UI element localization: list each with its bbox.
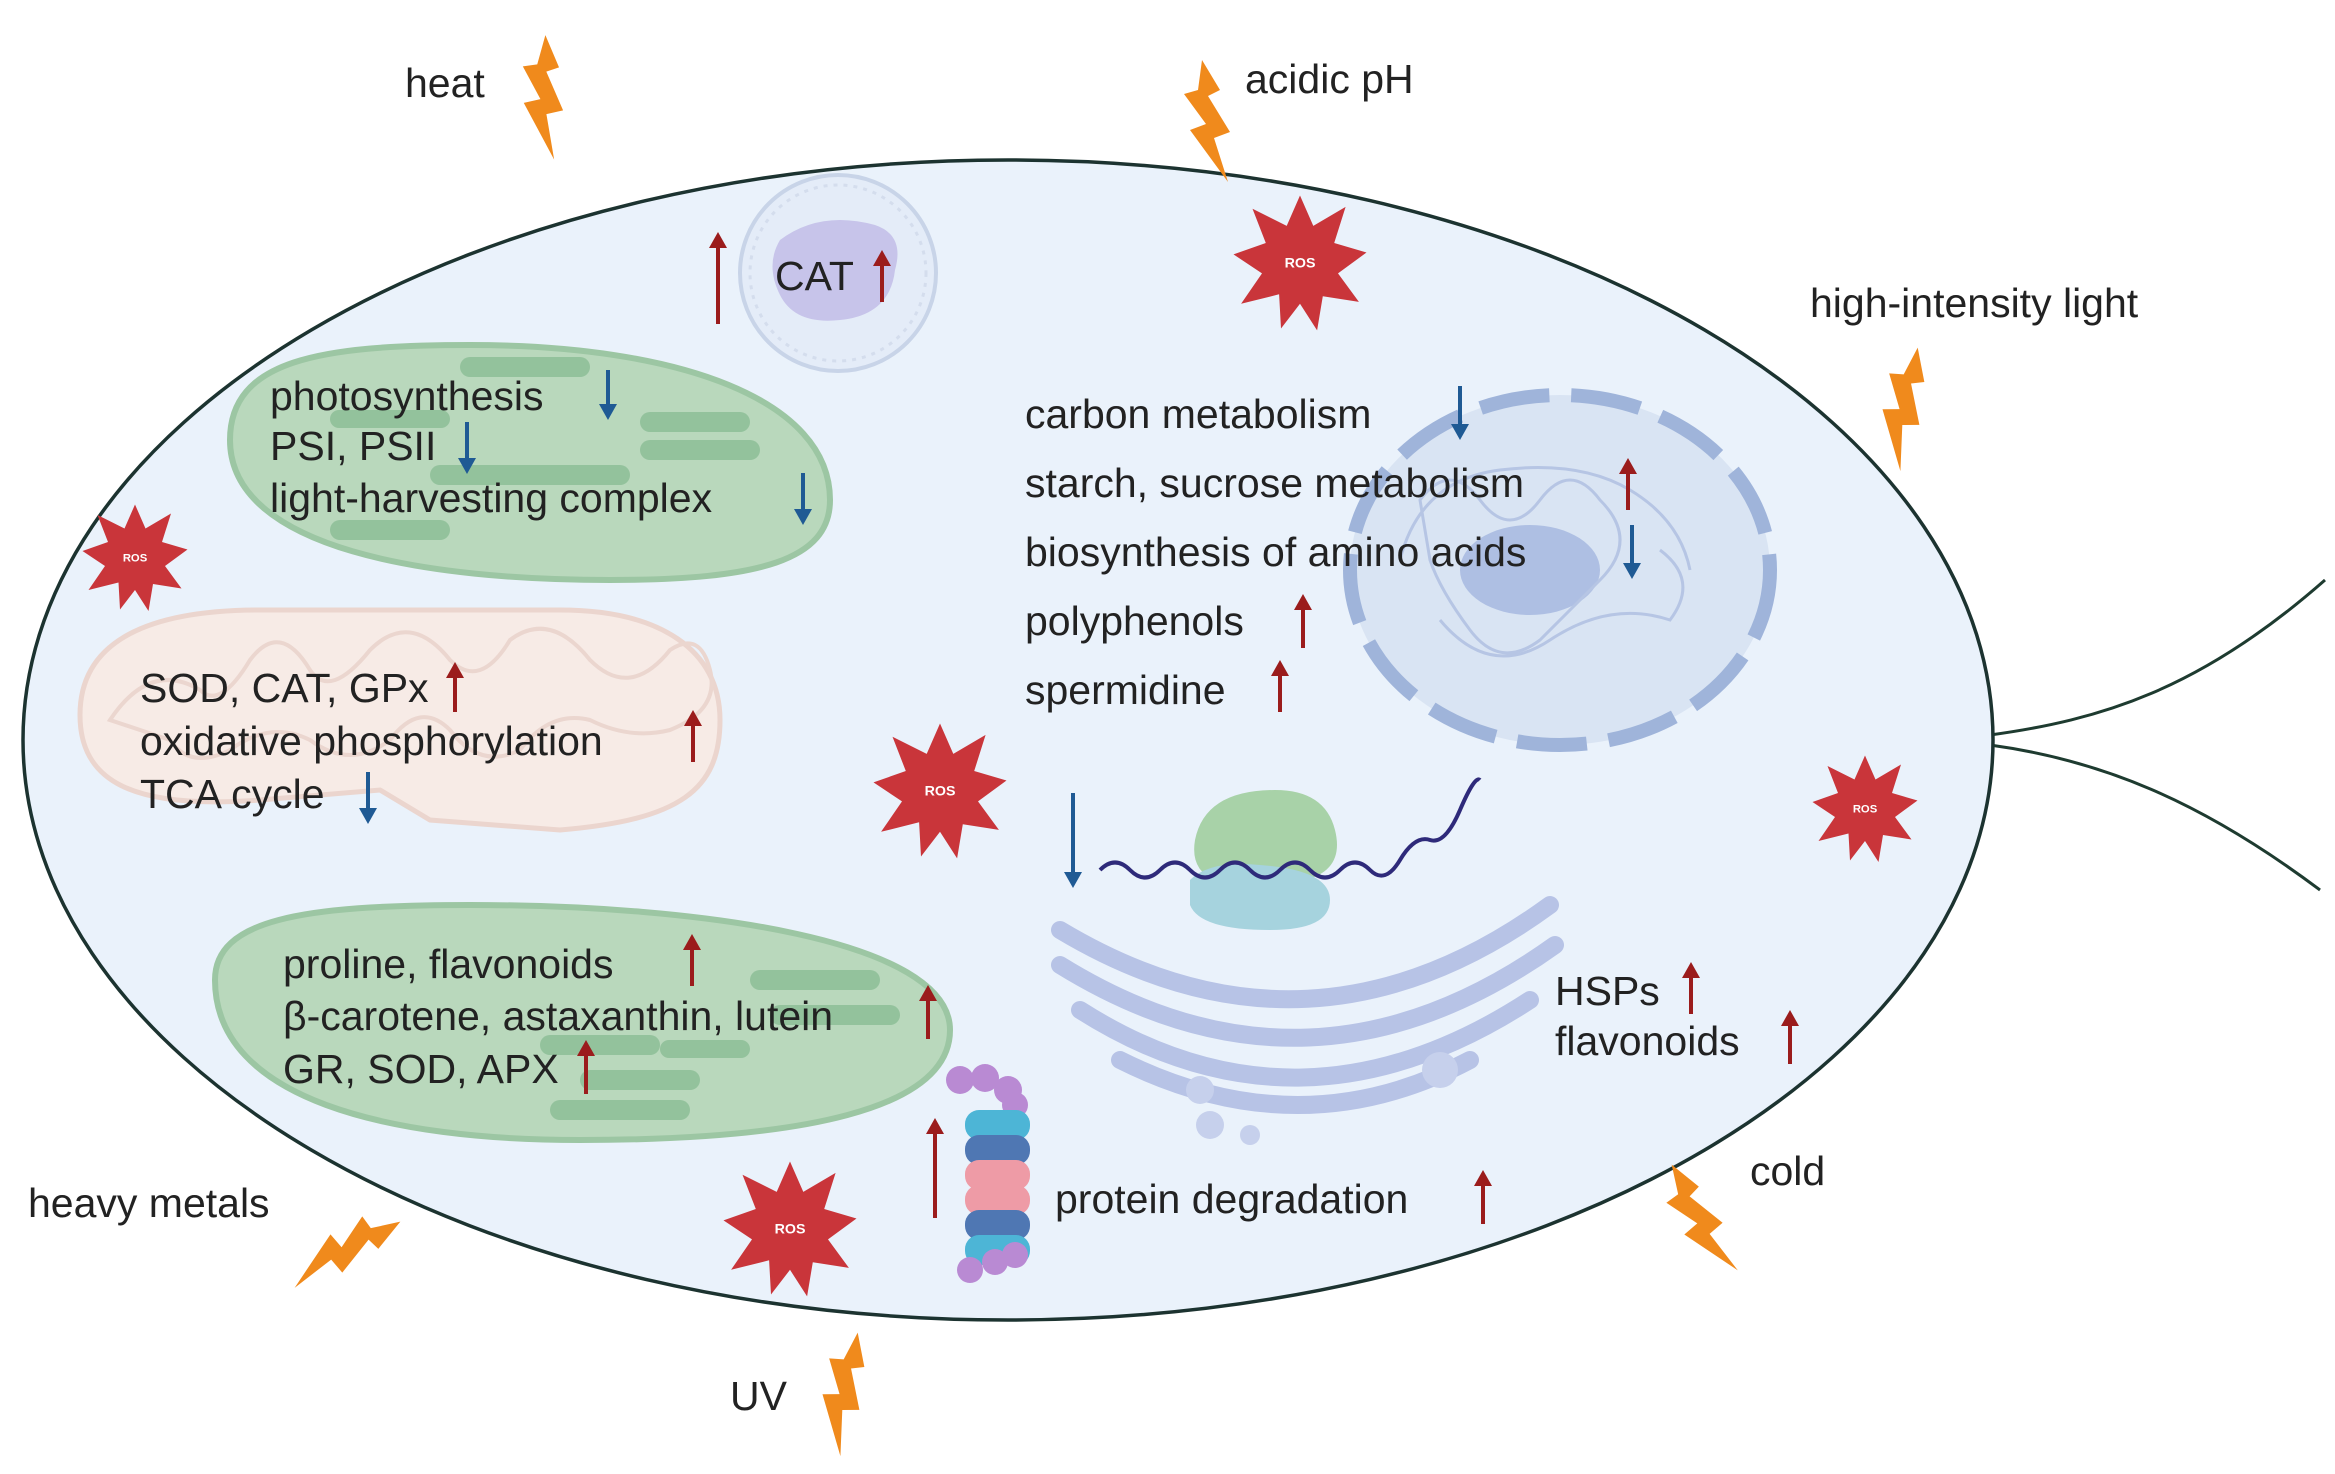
stress-heat-label: heat (405, 60, 485, 106)
ros-star-right: ROS (1812, 755, 1918, 862)
stress-high-light-label: high-intensity light (1810, 280, 2139, 326)
er-flavonoids-up-arrow (1781, 1010, 1799, 1064)
lightning-heavy-metals-icon (279, 1204, 410, 1290)
peroxisome-big-up-arrow (709, 232, 727, 324)
gr-sod-apx-up-arrow (577, 1040, 595, 1094)
mitochondrion-line1: SOD, CAT, GPx (140, 665, 429, 711)
amino-acids-down-arrow (1623, 525, 1641, 579)
lightning-high-light-icon (1859, 341, 1945, 472)
stress-heavy-metals-label: heavy metals (28, 1180, 270, 1226)
proteasome-label: protein degradation (1055, 1176, 1408, 1222)
peroxisome-cat-label: CAT (775, 253, 854, 299)
mitochondrion-line2: oxidative phosphorylation (140, 718, 603, 764)
endoplasmic-reticulum (1051, 896, 1564, 1145)
proteasome (946, 1064, 1030, 1283)
peroxisome (738, 173, 938, 373)
carbon-metabolism-down-arrow (1451, 386, 1469, 440)
chloroplast-top-line1: photosynthesis (270, 373, 544, 419)
ros-star-center: ROS (873, 723, 1007, 859)
carotenoids-up-arrow (919, 985, 937, 1039)
translation-down-arrow (1064, 793, 1082, 888)
lightning-heat-icon (510, 32, 574, 160)
nucleus-line1: carbon metabolism (1025, 391, 1371, 437)
ros-star-top: ROS (1233, 195, 1367, 331)
proteasome-big-up-arrow (926, 1118, 944, 1218)
ribosome (1098, 777, 1482, 930)
ros-star-bottom: ROS (723, 1161, 857, 1297)
chloroplast-top-line3: light-harvesting complex (270, 475, 713, 521)
chloroplast-bottom-line1: proline, flavonoids (283, 941, 613, 987)
chloroplast-top-line2: PSI, PSII (270, 423, 436, 469)
chloroplast-top (226, 341, 834, 584)
starch-sucrose-up-arrow (1619, 458, 1637, 510)
regulation-arrows (359, 232, 1799, 1224)
photosynthesis-down-arrow (599, 370, 617, 420)
nucleus-line5: spermidine (1025, 667, 1226, 713)
lightning-cold-icon (1654, 1155, 1740, 1286)
polyphenols-up-arrow (1294, 594, 1312, 648)
ros-label: ROS (1853, 804, 1878, 816)
chloroplast-bottom-line3: GR, SOD, APX (283, 1046, 559, 1092)
spermidine-up-arrow (1271, 660, 1289, 712)
mitochondrion-line3: TCA cycle (140, 771, 325, 817)
chloroplast-bottom-line2: β-carotene, astaxanthin, lutein (283, 993, 833, 1039)
er-line1: HSPs (1555, 968, 1660, 1014)
stress-cold-label: cold (1750, 1148, 1825, 1194)
protein-degradation-up-arrow (1474, 1170, 1492, 1224)
flagellum-upper (1989, 578, 2326, 737)
lightning-uv-icon (799, 1326, 885, 1457)
nucleus-line2: starch, sucrose metabolism (1025, 460, 1524, 506)
stress-acidic-ph-label: acidic pH (1245, 56, 1414, 102)
tca-down-arrow (359, 772, 377, 824)
lhc-down-arrow (794, 473, 812, 525)
chloroplast-bottom (211, 901, 954, 1144)
ros-label: ROS (123, 553, 148, 565)
psi-psii-down-arrow (458, 422, 476, 474)
sod-cat-gpx-up-arrow (446, 662, 464, 712)
ros-label: ROS (775, 1222, 806, 1238)
nucleus-line4: polyphenols (1025, 598, 1244, 644)
nucleus (1343, 388, 1777, 752)
cat-up-arrow (873, 250, 891, 302)
lightning-acidic-ph-icon (1184, 60, 1230, 182)
ros-star-left: ROS (82, 504, 188, 611)
nucleus-line3: biosynthesis of amino acids (1025, 529, 1526, 575)
flagellum-lower (1989, 743, 2321, 892)
proline-up-arrow (683, 934, 701, 986)
ros-label: ROS (1285, 256, 1316, 272)
mitochondrion (77, 607, 723, 833)
hsps-up-arrow (1682, 962, 1700, 1014)
stress-uv-label: UV (730, 1373, 788, 1419)
er-line2: flavonoids (1555, 1018, 1740, 1064)
oxphos-up-arrow (684, 710, 702, 762)
ros-label: ROS (925, 784, 956, 800)
